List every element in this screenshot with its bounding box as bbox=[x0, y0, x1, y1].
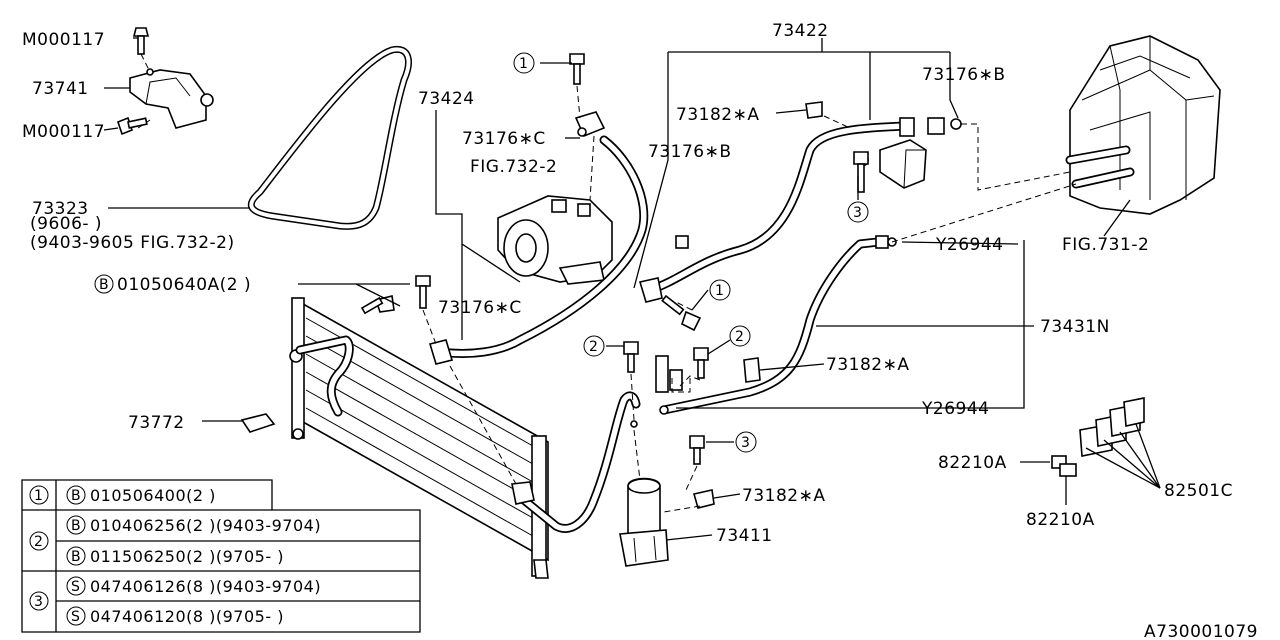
condenser bbox=[289, 297, 549, 579]
document-code: A730001079 bbox=[1144, 622, 1258, 640]
label-73431n: 73431N bbox=[1040, 317, 1110, 337]
legend-key-1: 1 bbox=[34, 488, 43, 504]
clip-73182a-top bbox=[805, 101, 823, 119]
callout-1-top: 1 bbox=[519, 56, 528, 72]
callout-2-right: 2 bbox=[735, 329, 744, 345]
callout-3-top-circle bbox=[847, 201, 869, 223]
legend-text-row4: 047406126(8 )(9403-9704) bbox=[90, 577, 321, 596]
label-73323-range-2: (9403-9605 FIG.732-2) bbox=[30, 233, 235, 253]
label-82210a-left: 82210A bbox=[938, 453, 1007, 473]
label-73323-range-1: (9606- ) bbox=[30, 214, 102, 234]
legend-prefix-row2: B bbox=[71, 518, 81, 534]
callout-b-circle bbox=[94, 274, 114, 294]
bolt-b bbox=[415, 275, 431, 309]
bolt-3-right bbox=[689, 435, 705, 465]
label-73176c-top: 73176∗C bbox=[462, 129, 546, 149]
compressor bbox=[497, 195, 613, 285]
connector-82210a bbox=[1051, 455, 1077, 477]
receiver-drier-73411 bbox=[619, 477, 669, 567]
label-82210a-bottom: 82210A bbox=[1026, 510, 1095, 530]
bolt-m000117-top bbox=[132, 27, 150, 55]
clip-73182a-low bbox=[692, 489, 715, 509]
bolt-3-top bbox=[853, 151, 869, 193]
callout-2-left-circle bbox=[583, 335, 605, 357]
callout-1-top-circle bbox=[513, 52, 535, 74]
callout-3-top: 3 bbox=[853, 205, 862, 221]
label-m000117-bottom: M000117 bbox=[22, 122, 105, 142]
callout-2-right-circle bbox=[729, 325, 751, 347]
bracket-73741 bbox=[129, 68, 214, 129]
callout-3-right-circle bbox=[735, 431, 757, 453]
label-73422: 73422 bbox=[772, 21, 829, 41]
legend-text-row1: 010506400(2 ) bbox=[90, 486, 216, 505]
label-73741: 73741 bbox=[32, 79, 89, 99]
bolt-1-right bbox=[661, 294, 702, 332]
label-fig-731-2: FIG.731-2 bbox=[1062, 235, 1149, 255]
label-73182a-low: 73182∗A bbox=[742, 486, 825, 506]
label-73411: 73411 bbox=[716, 526, 773, 546]
label-73176b-right: 73176∗B bbox=[922, 65, 1006, 85]
callout-2-left: 2 bbox=[589, 339, 598, 355]
label-fig-732-2: FIG.732-2 bbox=[470, 157, 557, 177]
pad-73772 bbox=[240, 413, 276, 433]
label-73182a-mid: 73182∗A bbox=[826, 355, 909, 375]
callout-3-right: 3 bbox=[741, 435, 750, 451]
fastener-legend-table: 1 2 3 B 010506400(2 ) B 010406256(2 )(94… bbox=[21, 479, 421, 633]
legend-key-2: 2 bbox=[34, 534, 43, 550]
bolt-2-right bbox=[693, 347, 709, 379]
label-bolt-b: 01050640A(2 ) bbox=[117, 275, 251, 295]
pressure-switch bbox=[655, 355, 761, 393]
callout-1-right-circle bbox=[709, 279, 731, 301]
relay-82501c bbox=[1079, 397, 1145, 457]
legend-text-row5: 047406120(8 )(9705- ) bbox=[90, 607, 284, 626]
label-73176b-mid: 73176∗B bbox=[648, 142, 732, 162]
label-73176c-mid: 73176∗C bbox=[438, 298, 522, 318]
legend-text-row2: 010406256(2 )(9403-9704) bbox=[90, 516, 321, 535]
legend-prefix-row5: S bbox=[71, 609, 80, 625]
legend-key-3: 3 bbox=[34, 594, 43, 610]
label-m000117-top: M000117 bbox=[22, 30, 105, 50]
evaporator-unit bbox=[1069, 35, 1221, 215]
drive-belt-73323 bbox=[247, 45, 412, 230]
label-82501c: 82501C bbox=[1164, 481, 1233, 501]
bolt-1-top bbox=[569, 53, 585, 85]
legend-prefix-row3: B bbox=[71, 549, 81, 565]
label-73772: 73772 bbox=[128, 413, 185, 433]
callout-b: B bbox=[99, 277, 109, 293]
legend-prefix-row4: S bbox=[71, 579, 80, 595]
bolt-2-left bbox=[623, 341, 639, 373]
bolt-condenser-top bbox=[360, 295, 395, 315]
label-y26944-top: Y26944 bbox=[935, 235, 1003, 255]
label-y26944-bottom: Y26944 bbox=[921, 399, 989, 419]
label-73424: 73424 bbox=[418, 89, 475, 109]
bolt-m000117-bottom bbox=[117, 116, 148, 136]
legend-prefix-row1: B bbox=[71, 488, 81, 504]
callout-1-right: 1 bbox=[715, 283, 724, 299]
legend-text-row3: 011506250(2 )(9705- ) bbox=[90, 547, 284, 566]
label-73182a-top: 73182∗A bbox=[676, 105, 759, 125]
label-73323: 73323 bbox=[32, 199, 89, 219]
